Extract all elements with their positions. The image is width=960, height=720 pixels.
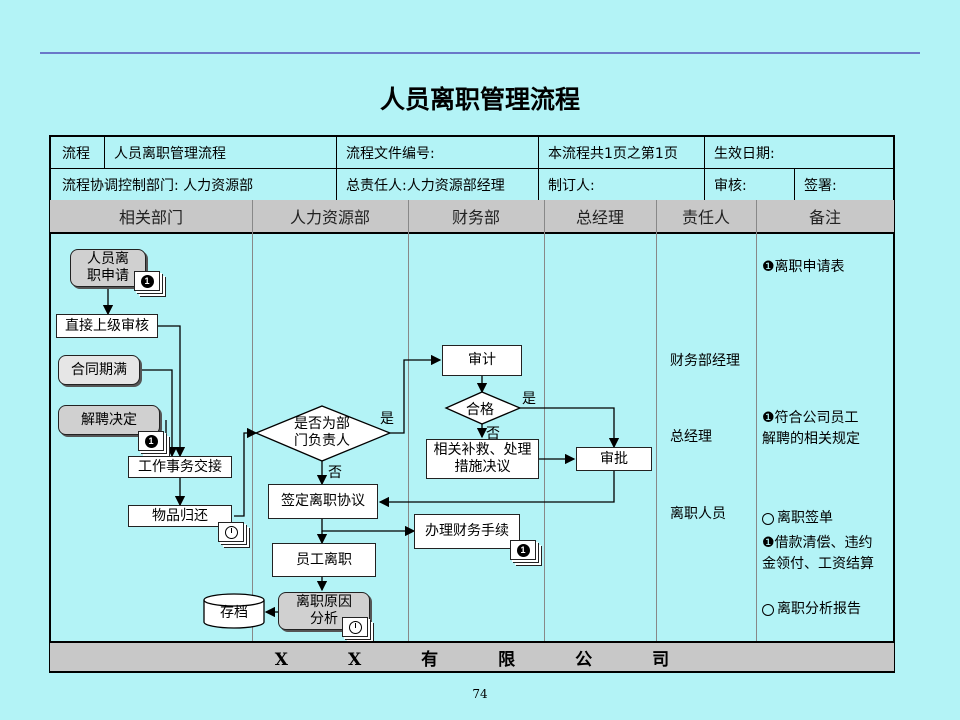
node-sign-agreement: 签定离职协议 [268,484,378,519]
note-text: 离职分析报告 [777,601,861,617]
clock-icon [762,603,774,616]
responsible-departing-employee: 离职人员 [670,506,726,522]
page-title: 人员离职管理流程 [379,85,580,114]
edge-label-no: 否 [486,426,500,442]
node-label: 分析 [310,611,338,627]
node-contract-expire: 合同期满 [58,355,140,385]
header-effective-date: 生效日期: [714,145,775,162]
node-label: 离职原因 [296,594,352,610]
node-qualified: 合格 [466,402,494,418]
node-audit: 审计 [442,345,522,376]
header-sep [336,136,337,200]
note-line: 金领付、工资结算 [762,556,874,572]
lane-header-finance: 财务部 [408,200,544,234]
header-sep [104,136,105,168]
header-coordinating-dept: 流程协调控制部门: 人力资源部 [62,177,254,194]
header-sep [538,136,539,200]
node-return-items: 物品归还 [128,505,232,527]
form-badge: 1 [138,431,164,451]
form-badge: 1 [134,271,160,291]
lane-header-remarks: 备注 [756,200,894,234]
node-label: 相关补救、处理 [433,442,532,458]
note-line: ❶符合公司员工 [762,410,859,426]
header-author: 制订人: [548,177,595,194]
note-resignation-form: ❶离职申请表 [762,259,845,275]
header-page-info: 本流程共1页之第1页 [548,145,678,162]
responsible-general-manager: 总经理 [670,429,712,445]
node-archive: 存档 [220,605,248,621]
note-dismissal-rules: ❶符合公司员工 解聘的相关规定 [762,408,860,450]
clock-icon [762,512,774,525]
note-resignation-slip: 离职签单 [762,508,833,529]
node-label: 措施决议 [454,459,511,475]
lane-separator [756,200,757,641]
node-label: 职申请 [87,268,129,284]
decision-label: 是否为部 门负责人 [290,416,354,450]
top-rule [40,52,920,54]
edge-label-no: 否 [328,465,342,481]
edge-label-yes: 是 [522,391,536,407]
lane-separator [656,200,657,641]
header-flow-name: 人员离职管理流程 [114,145,226,162]
header-owner: 总责任人:人力资源部经理 [346,177,505,194]
lane-header-gm: 总经理 [544,200,656,234]
lane-header-related-dept: 相关部门 [50,200,252,234]
note-analysis-report: 离职分析报告 [762,599,861,620]
lane-separator [544,200,545,641]
page-number: 74 [472,687,488,701]
decision-diamond [254,405,392,462]
node-dismissal-decision: 解聘决定 [58,405,160,435]
note-line: 解聘的相关规定 [762,431,860,447]
node-reason-analysis: 离职原因 分析 [278,592,370,630]
lane-separator [252,200,253,641]
note-line: ❶借款清偿、违约 [762,535,873,551]
lane-header-hr: 人力资源部 [252,200,408,234]
company-name: XX有限公司 [274,649,730,670]
company-footer: XX有限公司 [50,641,894,671]
header-flow-label: 流程 [62,145,90,162]
qualified-diamond [444,391,522,425]
header-divider [50,168,894,169]
header-sep [704,136,705,200]
form-badge: 1 [510,540,536,560]
header-sep [794,168,795,200]
node-finance-procedures: 办理财务手续 [414,514,520,549]
clock-badge [218,522,244,542]
lane-separator [408,200,409,641]
header-doc-number: 流程文件编号: [346,145,435,162]
header-reviewer: 审核: [714,177,747,194]
node-work-handover: 工作事务交接 [128,456,232,478]
note-text: 离职签单 [777,510,833,526]
edge-label-yes: 是 [380,411,394,427]
node-approve: 审批 [576,447,652,471]
flowchart-frame [49,135,895,673]
node-resignation-request: 人员离 职申请 [70,249,146,287]
node-label: 人员离 [87,251,129,267]
node-employee-resign: 员工离职 [272,543,376,577]
archive-cylinder [203,593,265,629]
clock-badge [342,617,368,637]
responsible-finance-manager: 财务部经理 [670,353,740,369]
note-settlement: ❶借款清偿、违约 金领付、工资结算 [762,533,874,575]
decision-label-line: 门负责人 [294,433,350,449]
node-direct-supervisor-review: 直接上级审核 [56,314,158,338]
node-remedial-measures: 相关补救、处理 措施决议 [426,439,539,479]
decision-label-line: 是否为部 [294,416,350,432]
lane-header-responsible: 责任人 [656,200,756,234]
header-signature: 签署: [804,177,837,194]
